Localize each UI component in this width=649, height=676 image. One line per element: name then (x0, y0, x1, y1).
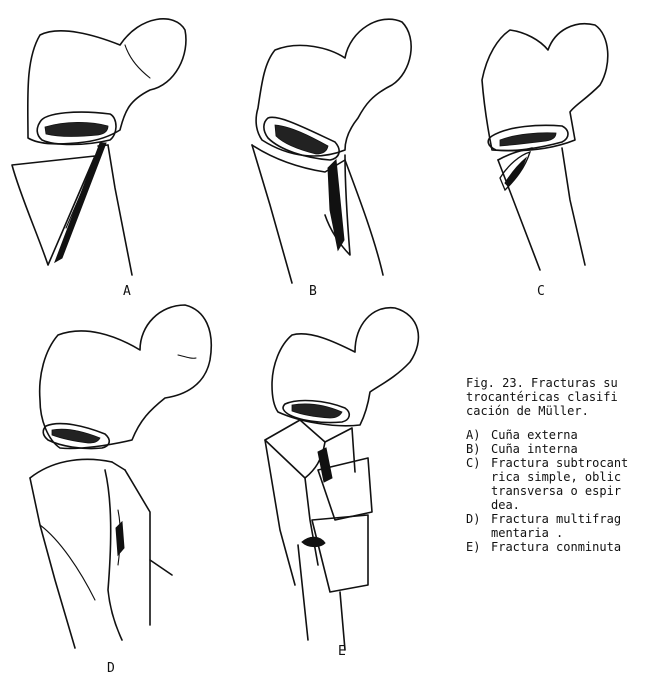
femur-drawing-b (252, 19, 411, 283)
panel-label-c: C (537, 285, 545, 298)
caption-item-letter: D) (466, 512, 491, 540)
caption-item-text: Cuña externa (491, 428, 649, 442)
caption-item-text: Fractura conminuta (491, 540, 649, 554)
panel-label-d: D (107, 662, 115, 675)
caption-item-c: C) Fractura subtrocant rica simple, obli… (466, 456, 649, 512)
caption-item-b: B) Cuña interna (466, 442, 649, 456)
femur-drawing-e (265, 308, 418, 650)
panel-label-b: B (309, 285, 317, 298)
figure-caption: Fig. 23. Fracturas su trocantéricas clas… (466, 376, 649, 554)
caption-title: Fig. 23. Fracturas su trocantéricas clas… (466, 376, 649, 418)
caption-item-letter: A) (466, 428, 491, 442)
panel-label-e: E (338, 645, 346, 658)
femur-drawing-a (12, 19, 186, 275)
caption-item-letter: C) (466, 456, 491, 512)
femur-drawing-c (482, 24, 608, 270)
caption-item-text: Fractura subtrocant rica simple, oblic t… (491, 456, 649, 512)
caption-list: A) Cuña externa B) Cuña interna C) Fract… (466, 428, 649, 554)
caption-item-d: D) Fractura multifrag mentaria . (466, 512, 649, 540)
panel-label-a: A (123, 285, 131, 298)
femur-drawing-d (30, 305, 211, 648)
caption-item-text: Cuña interna (491, 442, 649, 456)
caption-item-e: E) Fractura conminuta (466, 540, 649, 554)
caption-item-letter: B) (466, 442, 491, 456)
caption-item-a: A) Cuña externa (466, 428, 649, 442)
caption-item-letter: E) (466, 540, 491, 554)
caption-item-text: Fractura multifrag mentaria . (491, 512, 649, 540)
